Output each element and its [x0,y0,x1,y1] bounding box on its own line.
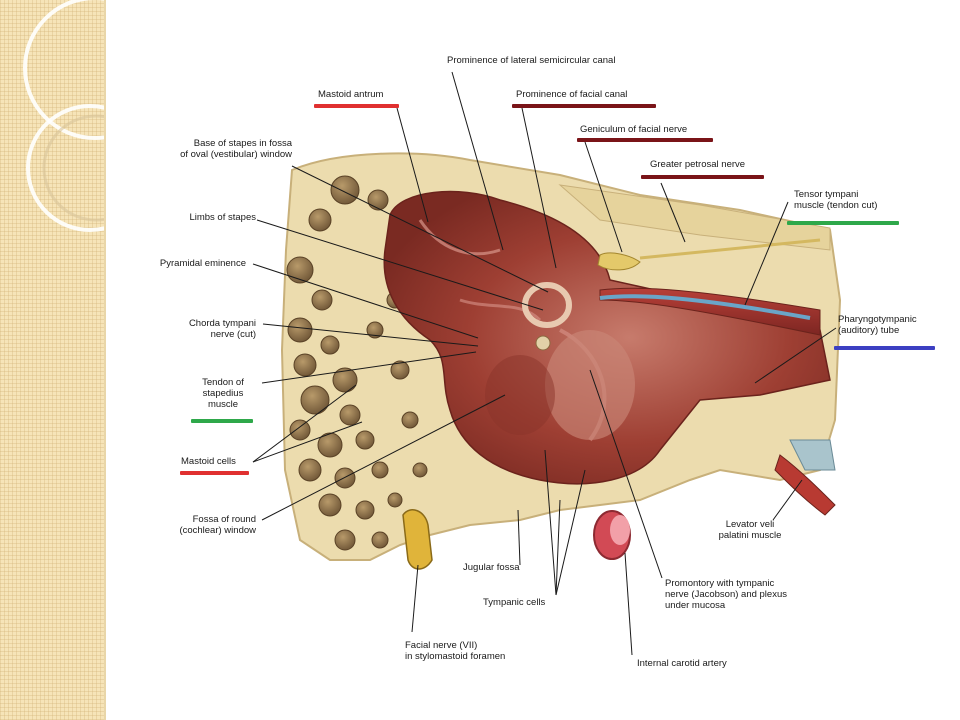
underline-green-tensor-tympani [787,221,899,225]
stapes-shape [522,282,572,328]
label-geniculum-facial-nerve: Geniculum of facial nerve [580,124,688,135]
label-prominence-lateral-semicircular-canal: Prominence of lateral semicircular canal [447,55,616,66]
label-pyramidal-eminence: Pyramidal eminence [159,258,246,269]
leader-lines [252,71,837,656]
label-jugular-fossa: Jugular fossa [463,562,520,573]
label-limbs-of-stapes: Limbs of stapes [189,212,256,223]
mastoid-cells-pattern [286,175,428,551]
underline-green-tendon-stapedius [191,419,253,423]
underline-darkred-greater-petrosal [641,175,764,179]
underline-darkred-geniculum [577,138,713,142]
label-mastoid-antrum: Mastoid antrum [318,89,384,100]
label-tendon-of-stapedius: Tendon of stapedius muscle [202,377,244,410]
label-promontory: Promontory with tympanic nerve (Jacobson… [665,578,787,611]
decorative-side-panel [0,0,106,720]
label-chorda-tympani: Chorda tympani nerve (cut) [188,318,256,340]
label-base-of-stapes: Base of stapes in fossa of oval (vestibu… [180,138,292,160]
underline-red-mastoid-antrum [314,104,399,108]
label-prominence-facial-canal: Prominence of facial canal [516,89,628,100]
underline-red-mastoid-cells [180,471,249,475]
label-levator-veli-palatini: Levator veli palatini muscle [718,519,782,541]
label-internal-carotid-artery: Internal carotid artery [637,658,727,669]
promontory-shape [545,330,635,440]
label-pharyngotympanic-tube: Pharyngotympanic (auditory) tube [838,314,917,336]
decorative-rings [23,0,104,232]
underline-blue-pharyngotympanic-tube [834,346,935,350]
label-greater-petrosal-nerve: Greater petrosal nerve [650,159,746,170]
label-facial-nerve-vii: Facial nerve (VII) in stylomastoid foram… [405,640,506,662]
label-fossa-round-window: Fossa of round (cochlear) window [179,514,256,536]
label-mastoid-cells: Mastoid cells [181,456,236,467]
underline-darkred-prominence-facial-canal [512,104,656,108]
facial-nerve-shape [402,509,433,570]
label-tensor-tympani: Tensor tympani muscle (tendon cut) [794,189,878,211]
label-tympanic-cells: Tympanic cells [483,597,546,608]
